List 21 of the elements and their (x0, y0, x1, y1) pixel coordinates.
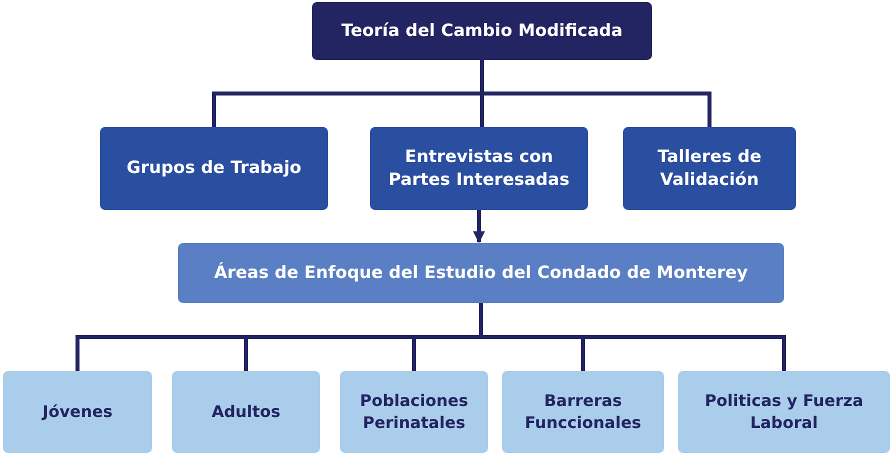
box-label: Talleres de Validación (656, 146, 762, 192)
category-box (172, 371, 320, 453)
box-label: Grupos de Trabajo (126, 157, 302, 180)
category-box (3, 371, 152, 453)
box-label: Jóvenes (42, 401, 112, 423)
box-label: Politicas y Fuerza Laboral (704, 390, 864, 434)
category-box (678, 371, 890, 453)
box-label: Poblaciones Perinatales (358, 390, 470, 434)
box-label: Teoría del Cambio Modificada (341, 20, 623, 42)
process-box (623, 127, 796, 210)
box-label: Barreras Funccionales (524, 390, 642, 434)
category-box (502, 371, 664, 453)
box-label: Áreas de Enfoque del Estudio del Condado de Monterey (214, 262, 748, 284)
focus-box (178, 243, 784, 303)
box-label: Entrevistas con Partes Interesadas (388, 146, 570, 192)
category-box (340, 371, 488, 453)
box-label: Adultos (212, 401, 280, 423)
process-box (370, 127, 588, 210)
process-box (100, 127, 328, 210)
title-box (312, 2, 652, 60)
arrow (473, 210, 485, 244)
